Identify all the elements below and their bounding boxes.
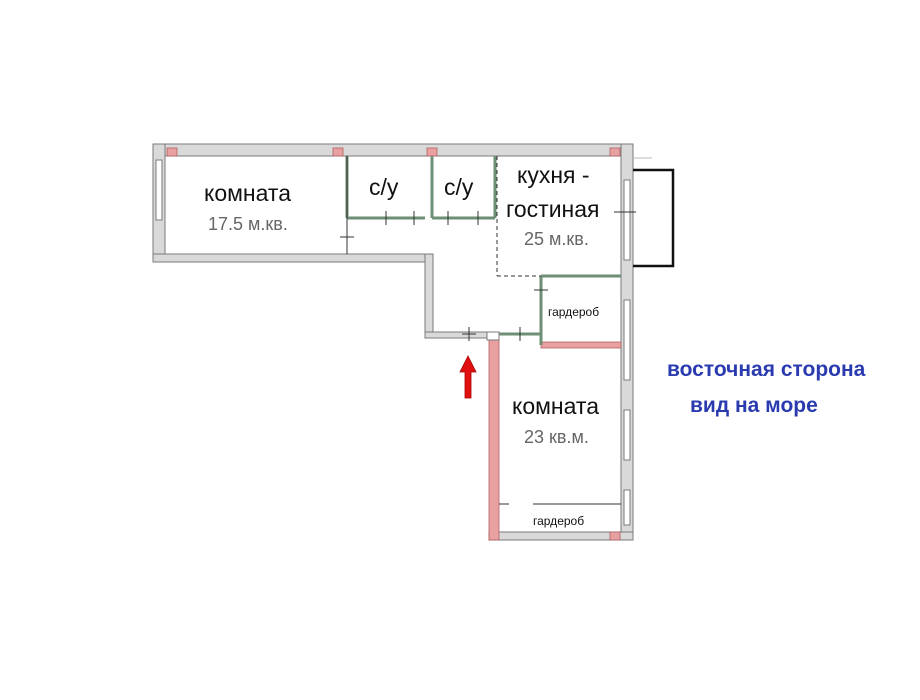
windows	[155, 159, 631, 526]
note-line1: восточная сторона	[667, 358, 866, 381]
bath2-name: с/у	[444, 174, 474, 200]
note-line2: вид на море	[690, 394, 818, 417]
room1-area: 17.5 м.кв.	[208, 214, 288, 234]
wardrobe2-name: гардероб	[533, 514, 584, 528]
entrance-arrow-icon	[459, 355, 477, 399]
room2-name: комната	[512, 393, 599, 419]
room1-name: комната	[204, 180, 291, 206]
bath1-name: с/у	[369, 174, 399, 200]
balcony	[633, 168, 675, 268]
kitchen-name-line1: кухня -	[517, 162, 590, 188]
kitchen-name-line2: гостиная	[506, 196, 600, 222]
room2-area: 23 кв.м.	[524, 427, 589, 447]
wardrobe1-name: гардероб	[548, 305, 599, 319]
kitchen-zone-line	[496, 156, 541, 277]
door-marks	[340, 211, 636, 341]
kitchen-area: 25 м.кв.	[524, 229, 589, 249]
entrance-door	[486, 331, 500, 341]
